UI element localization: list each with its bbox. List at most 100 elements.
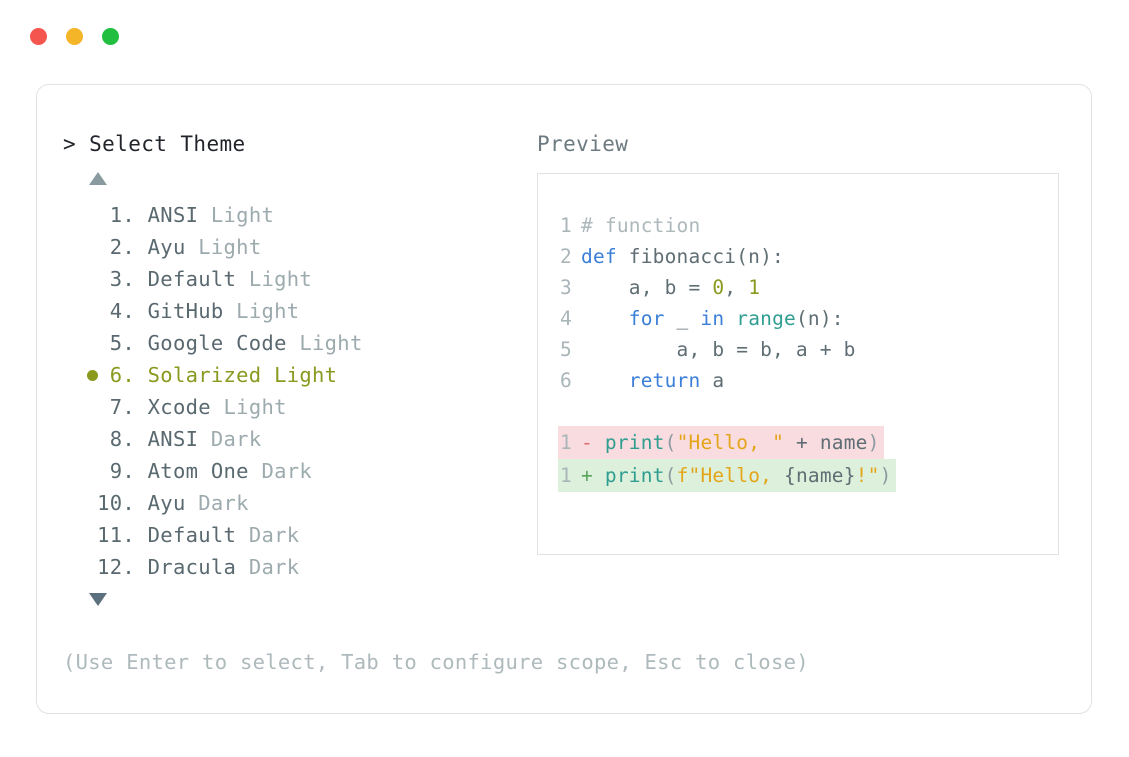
code-line: 4 for _ in range(n): [558, 303, 1038, 334]
theme-index: 2. [109, 235, 135, 259]
diff-line-number: 1 [560, 431, 572, 454]
code-token: def [581, 245, 629, 268]
diff-token: ) [879, 464, 892, 487]
theme-index-gap [135, 491, 148, 515]
theme-list-item[interactable]: 3. Default Light [63, 263, 533, 295]
theme-name: Default [147, 523, 237, 547]
code-line: 1# function [558, 210, 1038, 241]
theme-index: 10. [97, 491, 135, 515]
code-token: 0 [712, 276, 725, 299]
code-token: 1 [748, 276, 761, 299]
theme-name-gap [198, 427, 211, 451]
zoom-button-dot[interactable] [102, 28, 119, 45]
theme-name-gap [224, 299, 237, 323]
minimize-button-dot[interactable] [66, 28, 83, 45]
theme-list-item[interactable]: 6. Solarized Light [63, 359, 533, 391]
diff-line-content: 1+ print(f"Hello, {name}!") [558, 459, 896, 492]
theme-index: 8. [109, 427, 135, 451]
code-token: (n): [795, 307, 844, 330]
diff-line-number: 1 [560, 464, 572, 487]
triangle-up-icon[interactable] [89, 172, 107, 185]
theme-variant: Light [248, 267, 313, 291]
theme-variant: Dark [248, 523, 300, 547]
theme-list-item[interactable]: 2. Ayu Light [63, 231, 533, 263]
theme-list-item[interactable]: 7. Xcode Light [63, 391, 533, 423]
theme-list-item[interactable]: 10. Ayu Dark [63, 487, 533, 519]
theme-name-gap [236, 555, 249, 579]
code-token: range [736, 307, 796, 330]
theme-index-gap [135, 203, 148, 227]
code-token: for [628, 307, 665, 330]
theme-list-item[interactable]: 1. ANSI Light [63, 199, 533, 231]
theme-variant: Light [299, 331, 363, 355]
theme-index-gap [135, 427, 148, 451]
code-line-number: 6 [560, 369, 572, 392]
theme-name: Google Code [147, 331, 287, 355]
diff-token: print [604, 464, 665, 487]
theme-index: 7. [109, 395, 135, 419]
theme-variant: Light [223, 395, 287, 419]
theme-variant: Light [274, 363, 338, 387]
code-line-number: 5 [560, 338, 572, 361]
theme-variant: Dark [248, 555, 300, 579]
theme-variant: Dark [198, 491, 249, 515]
diff-line: 1+ print(f"Hello, {name}!") [558, 459, 1038, 492]
theme-name-gap [249, 459, 262, 483]
theme-variant: Dark [210, 427, 262, 451]
diff-token: ( [664, 431, 677, 454]
code-token: a [700, 369, 725, 392]
theme-index-gap [135, 363, 148, 387]
theme-index-gap [135, 235, 148, 259]
theme-index: 5. [109, 331, 135, 355]
theme-index: 3. [109, 267, 135, 291]
theme-list-item[interactable]: 9. Atom One Dark [63, 455, 533, 487]
diff-sign-gap [593, 431, 605, 454]
code-token: in [700, 307, 725, 330]
theme-index: 4. [109, 299, 135, 323]
diff-line: 1- print("Hello, " + name) [558, 426, 1038, 459]
theme-index-gap [135, 555, 148, 579]
diff-token: ( [664, 464, 677, 487]
preview-label: Preview [537, 132, 629, 156]
theme-list-item[interactable]: 5. Google Code Light [63, 327, 533, 359]
theme-index-gap [135, 299, 148, 323]
theme-name: Dracula [147, 555, 237, 579]
theme-name: GitHub [147, 299, 224, 323]
diff-token: "Hello, " [676, 431, 785, 454]
diff-token: {name} [784, 464, 856, 487]
diff-sign: - [581, 431, 593, 454]
code-token: return [628, 369, 701, 392]
diff-token: + [784, 431, 820, 454]
theme-variant: Light [210, 203, 275, 227]
triangle-down-icon[interactable] [89, 593, 107, 606]
theme-index-gap [135, 267, 148, 291]
theme-name-gap [211, 395, 224, 419]
code-line: 3 a, b = 0, 1 [558, 272, 1038, 303]
code-token: _ [664, 307, 701, 330]
diff-token: !" [855, 464, 880, 487]
select-theme-prompt: > Select Theme [63, 132, 246, 156]
close-button-dot[interactable] [30, 28, 47, 45]
theme-variant: Light [236, 299, 300, 323]
code-token: # function [581, 214, 701, 237]
theme-name-gap [186, 491, 199, 515]
theme-list-item[interactable]: 4. GitHub Light [63, 295, 533, 327]
theme-list-item[interactable]: 12. Dracula Dark [63, 551, 533, 583]
theme-list-item[interactable]: 11. Default Dark [63, 519, 533, 551]
theme-index-gap [135, 331, 148, 355]
theme-name: Default [147, 267, 237, 291]
code-token [724, 307, 736, 330]
code-token [581, 369, 629, 392]
theme-index-gap [135, 395, 148, 419]
theme-name: ANSI [147, 203, 199, 227]
diff-sign: + [581, 464, 593, 487]
theme-list-item[interactable]: 8. ANSI Dark [63, 423, 533, 455]
code-line-number: 2 [560, 245, 572, 268]
theme-index: 11. [97, 523, 135, 547]
